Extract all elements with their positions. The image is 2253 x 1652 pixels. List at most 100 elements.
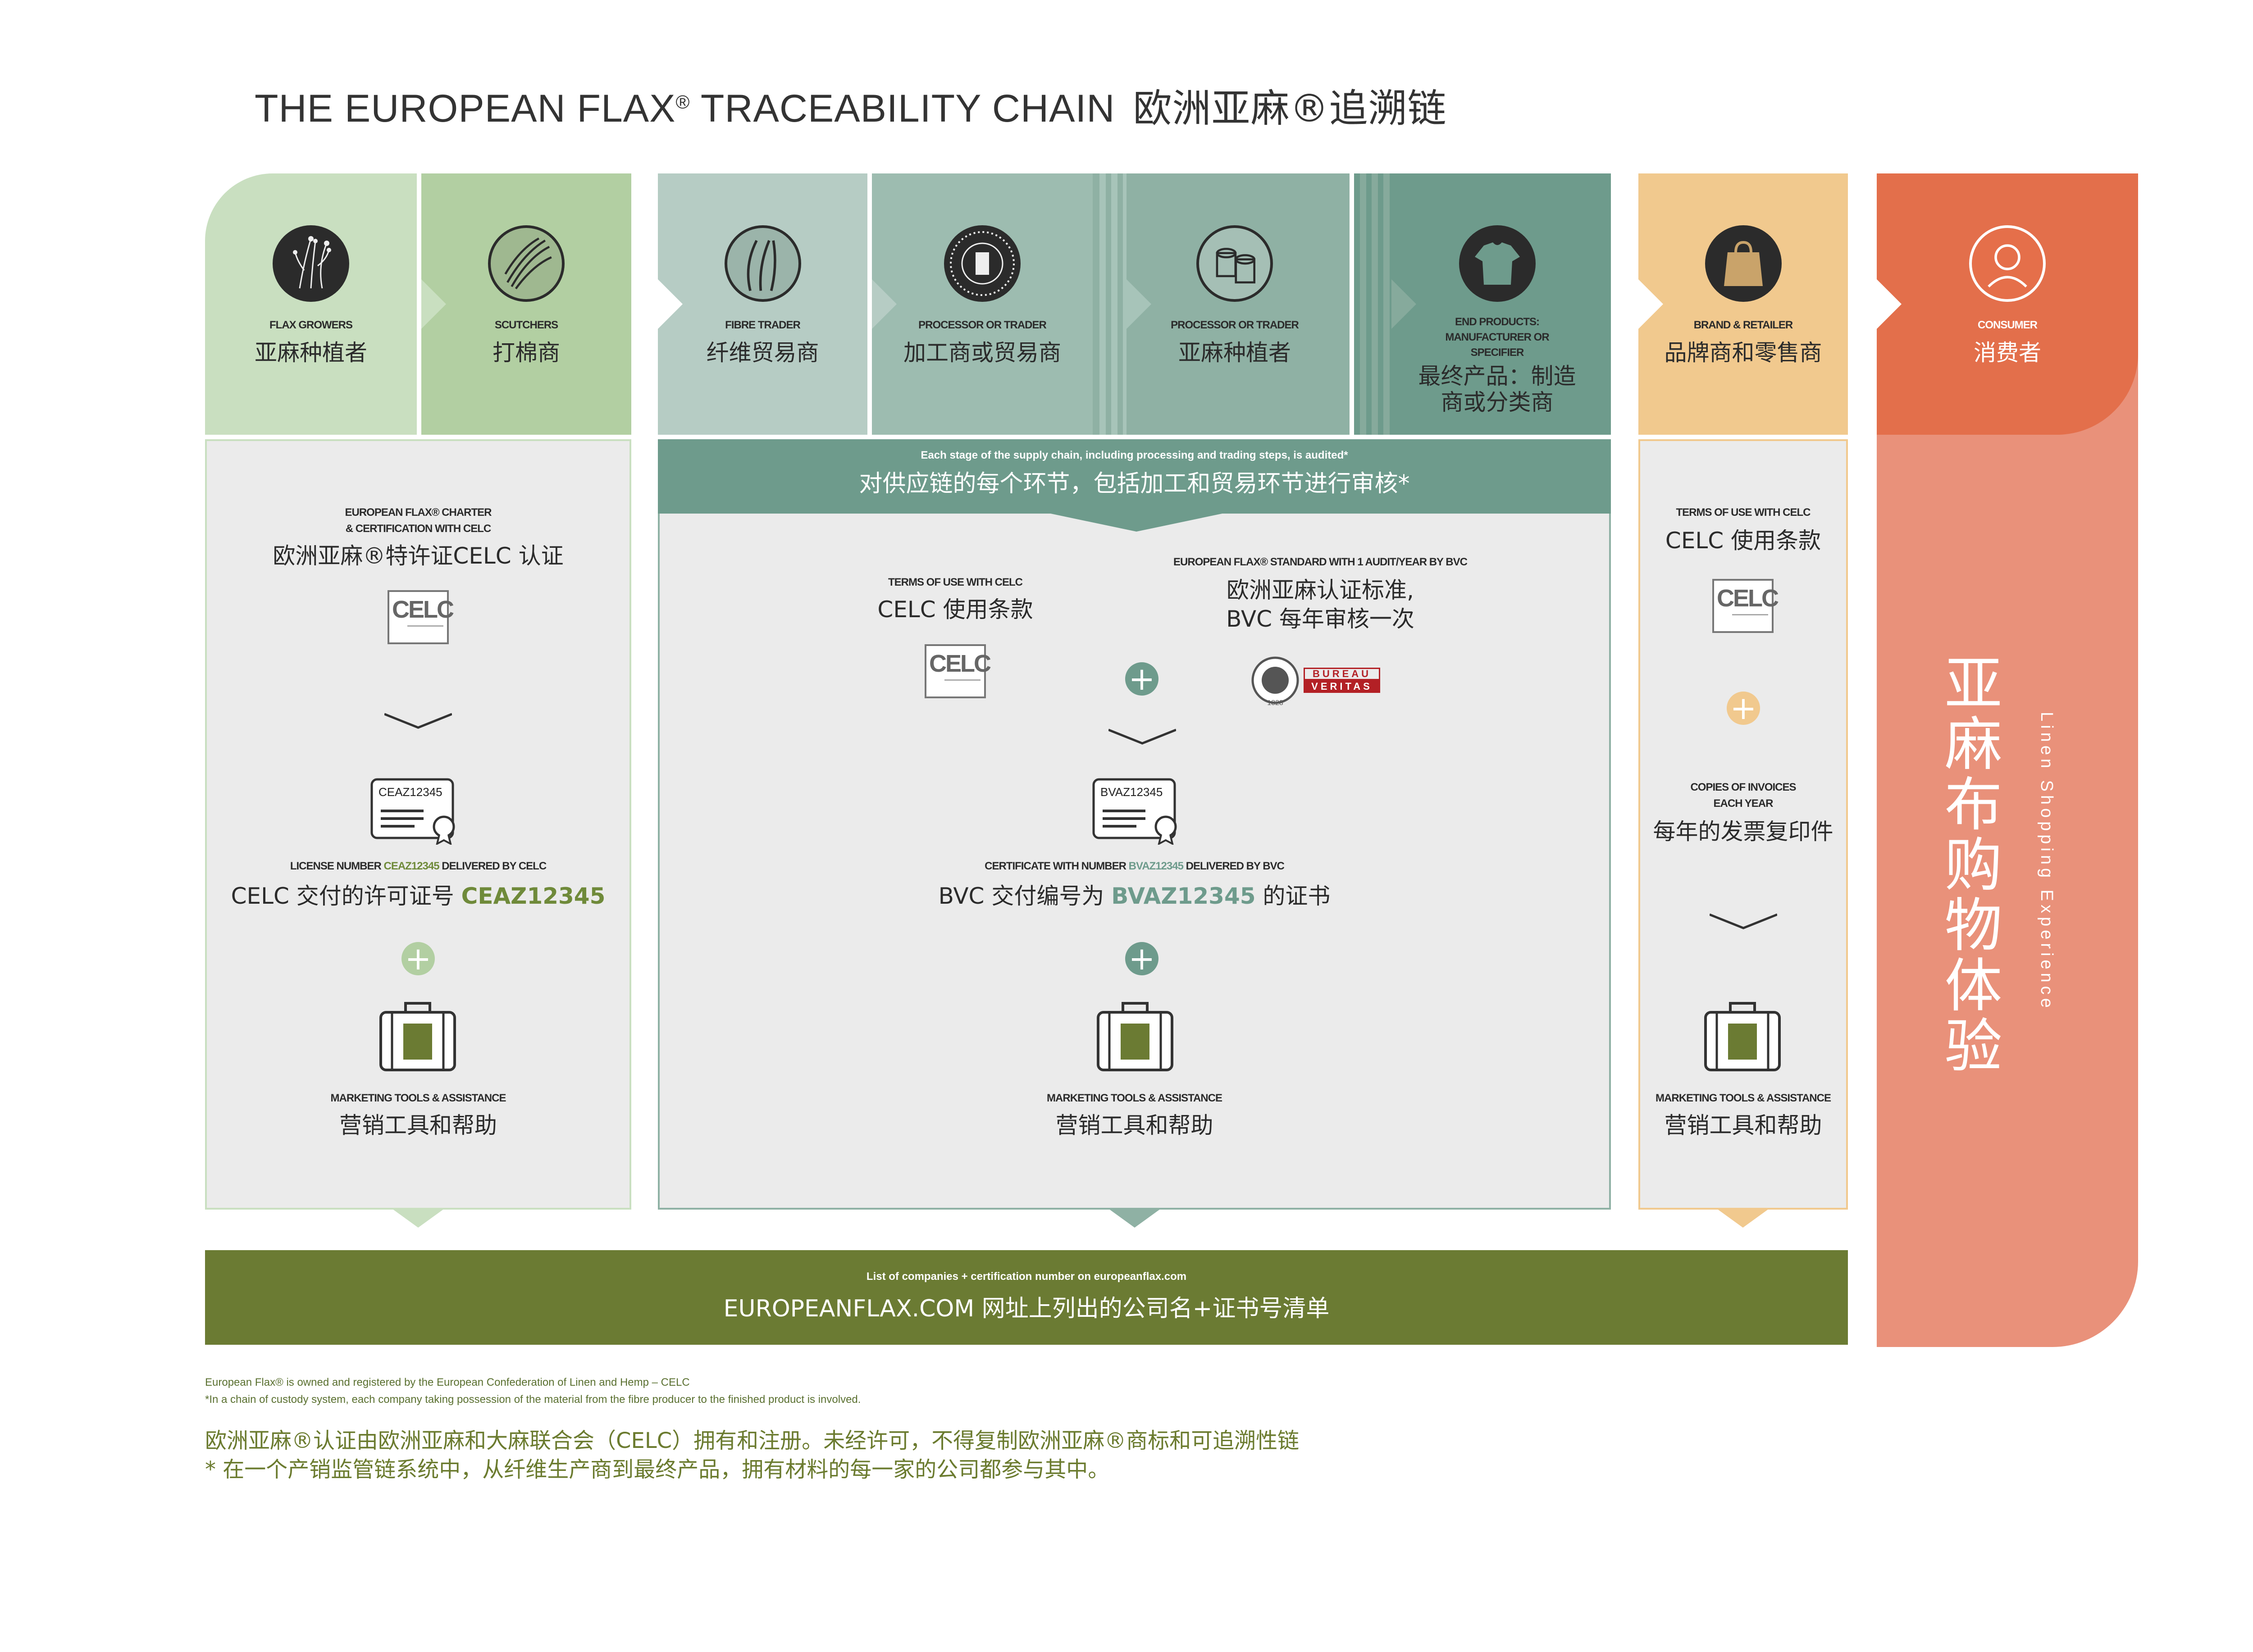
certificate-icon (370, 778, 455, 845)
stage-en-label: FLAX GROWERS (269, 319, 353, 331)
stage-block-fibre-trader (658, 173, 867, 435)
terms-zh: CELC 使用条款 (877, 596, 1033, 623)
invoices-en-line1: COPIES OF INVOICES (1690, 781, 1796, 793)
stage-fibre-trader: FIBRE TRADER 纤维贸易商 (658, 173, 867, 435)
plus-icon: + (1125, 662, 1158, 696)
marketing-case-icon (379, 1002, 456, 1071)
certificate-icon (1092, 778, 1177, 845)
license-en-code: CEAZ12345 (383, 860, 440, 872)
footnote-en-1: European Flax® is owned and registered b… (205, 1376, 690, 1388)
panel-notch (1108, 1209, 1161, 1228)
arrow-chevron (1391, 279, 1416, 329)
audit-banner-arrow (1046, 513, 1227, 532)
stage-block-brand-retailer (1638, 173, 1848, 435)
consumer-icon (1969, 225, 2046, 302)
panel-notch (392, 1209, 444, 1228)
terms-en: TERMS OF USE WITH CELC (888, 576, 1023, 588)
certificate-en-b: DELIVERED BY BVC (1183, 860, 1285, 872)
stage-zh-label: 亚麻种植者 (1178, 340, 1291, 366)
stage-block-processor-1 (872, 173, 1093, 435)
standard-zh-line2: BVC 每年审核一次 (1226, 606, 1414, 632)
footnote-zh-1: 欧洲亚麻®认证由欧洲亚麻和大麻联合会（CELC）拥有和注册。未经许可，不得复制欧… (205, 1428, 1300, 1453)
stage-block-flax-growers (205, 173, 417, 435)
marketing-case-icon (1097, 1002, 1173, 1071)
stage-processor-trader-2: PROCESSOR OR TRADER 亚麻种植者 (1117, 173, 1352, 435)
title-zh: 欧洲亚麻®追溯链 (1133, 86, 1447, 131)
stage-zh-label: 消费者 (1974, 340, 2041, 366)
bureau-veritas-seal (1251, 656, 1299, 704)
marketing-zh: 营销工具和帮助 (1055, 1112, 1213, 1138)
marketing-block-mid: MARKETING TOOLS & ASSISTANCE 营销工具和帮助 (658, 1090, 1611, 1140)
scutching-icon (488, 225, 565, 302)
shopping-bag-icon (1705, 225, 1782, 302)
chevron-down-icon (1710, 913, 1777, 929)
marketing-en: MARKETING TOOLS & ASSISTANCE (330, 1092, 506, 1104)
celc-logo: CELC (388, 590, 454, 644)
marketing-case-icon (1704, 1002, 1781, 1071)
standard-block: EUROPEAN FLAX® STANDARD WITH 1 AUDIT/YEA… (1154, 554, 1487, 633)
audit-en: Each stage of the supply chain, includin… (921, 449, 1348, 461)
certificate-en-a: CERTIFICATE WITH NUMBER (985, 860, 1129, 872)
arrow-chevron (421, 279, 446, 329)
footnote-zh-2: * 在一个产销监管链系统中，从纤维生产商到最终产品，拥有材料的每一家的公司都参与… (205, 1457, 1110, 1482)
celc-logo-text: CELC (1717, 585, 1779, 612)
certificate-zh-code: BVAZ12345 (1111, 883, 1256, 909)
marketing-zh: 营销工具和帮助 (1664, 1112, 1822, 1138)
stage-en-label: FIBRE TRADER (725, 319, 801, 331)
celc-logo-rule (944, 679, 981, 694)
bv-year: 1828 (1267, 699, 1283, 707)
certificate-zh-b: 的证书 (1255, 883, 1331, 909)
stage-block-scutchers (421, 173, 631, 435)
marketing-block-right: MARKETING TOOLS & ASSISTANCE 营销工具和帮助 (1638, 1090, 1848, 1140)
footnotes: European Flax® is owned and registered b… (205, 1374, 1827, 1484)
stage-scutchers: SCUTCHERS 打棉商 (421, 173, 631, 435)
processor-stripes-1 (1099, 173, 1126, 435)
audit-zh: 对供应链的每个环节，包括加工和贸易环节进行审核* (859, 470, 1410, 497)
website-banner-zh: EUROPEANFLAX.COM 网址上列出的公司名+证书号清单 (723, 1295, 1330, 1322)
stage-consumer: CONSUMER 消费者 (1877, 173, 2138, 435)
plus-icon: + (1727, 692, 1760, 725)
license-en-b: DELIVERED BY CELC (439, 860, 547, 872)
license-en-a: LICENSE NUMBER (290, 860, 384, 872)
audit-banner: Each stage of the supply chain, includin… (658, 439, 1611, 514)
license-block: LICENSE NUMBER CEAZ12345 DELIVERED BY CE… (205, 858, 631, 910)
bureau-veritas-logo: BUREAU VERITAS 1828 (1250, 649, 1386, 712)
stage-en-label: CONSUMER (1977, 319, 2038, 331)
spinning-icon (944, 225, 1021, 302)
invoices-zh: 每年的发票复印件 (1653, 819, 1833, 845)
arrow-chevron (1638, 279, 1663, 329)
arrow-chevron (658, 279, 683, 329)
bv-line2: VERITAS (1304, 680, 1380, 693)
consumer-experience-zh: 亚麻布购物体验 (1934, 653, 2002, 1076)
terms-en: TERMS OF USE WITH CELC (1676, 506, 1811, 519)
stage-zh-label: 最终产品：制造商或分类商 (1418, 363, 1576, 415)
certificate-code: CEAZ12345 (379, 785, 442, 799)
consumer-experience-en: Linen Shopping Experience (2037, 712, 2056, 1011)
stage-zh-label: 品牌商和零售商 (1664, 340, 1822, 366)
celc-logo-rule (1732, 614, 1768, 629)
title-en-suffix: TRACEABILITY CHAIN (690, 87, 1115, 130)
footnote-en-2: *In a chain of custody system, each comp… (205, 1393, 861, 1406)
website-banner[interactable]: List of companies + certification number… (205, 1250, 1848, 1345)
stage-en-label: BRAND & RETAILER (1693, 319, 1793, 331)
invoices-en-line2: EACH YEAR (1713, 797, 1774, 810)
fibre-icon (724, 225, 801, 302)
chevron-down-icon (1108, 728, 1176, 745)
charter-en-line2: & CERTIFICATION WITH CELC (345, 523, 492, 535)
stage-zh-label: 加工商或贸易商 (903, 340, 1061, 366)
certificate-zh-a: BVC 交付编号为 (938, 883, 1112, 909)
celc-logo-rule (407, 625, 443, 640)
marketing-zh: 营销工具和帮助 (339, 1112, 497, 1138)
stage-en-label: SCUTCHERS (494, 319, 558, 331)
terms-block-right: TERMS OF USE WITH CELC CELC 使用条款 (1638, 505, 1848, 555)
shirt-icon (1459, 225, 1536, 302)
stage-brand-retailer: BRAND & RETAILER 品牌商和零售商 (1638, 173, 1848, 435)
marketing-en: MARKETING TOOLS & ASSISTANCE (1656, 1092, 1831, 1104)
charter-en-line1: EUROPEAN FLAX® CHARTER (345, 506, 492, 519)
stage-flax-growers: FLAX GROWERS 亚麻种植者 (205, 173, 417, 435)
website-banner-en: List of companies + certification number… (866, 1270, 1187, 1283)
stage-en-label: PROCESSOR OR TRADER (1171, 319, 1299, 331)
charter-block: EUROPEAN FLAX® CHARTER & CERTIFICATION W… (205, 505, 631, 570)
stage-zh-label: 打棉商 (493, 340, 560, 366)
